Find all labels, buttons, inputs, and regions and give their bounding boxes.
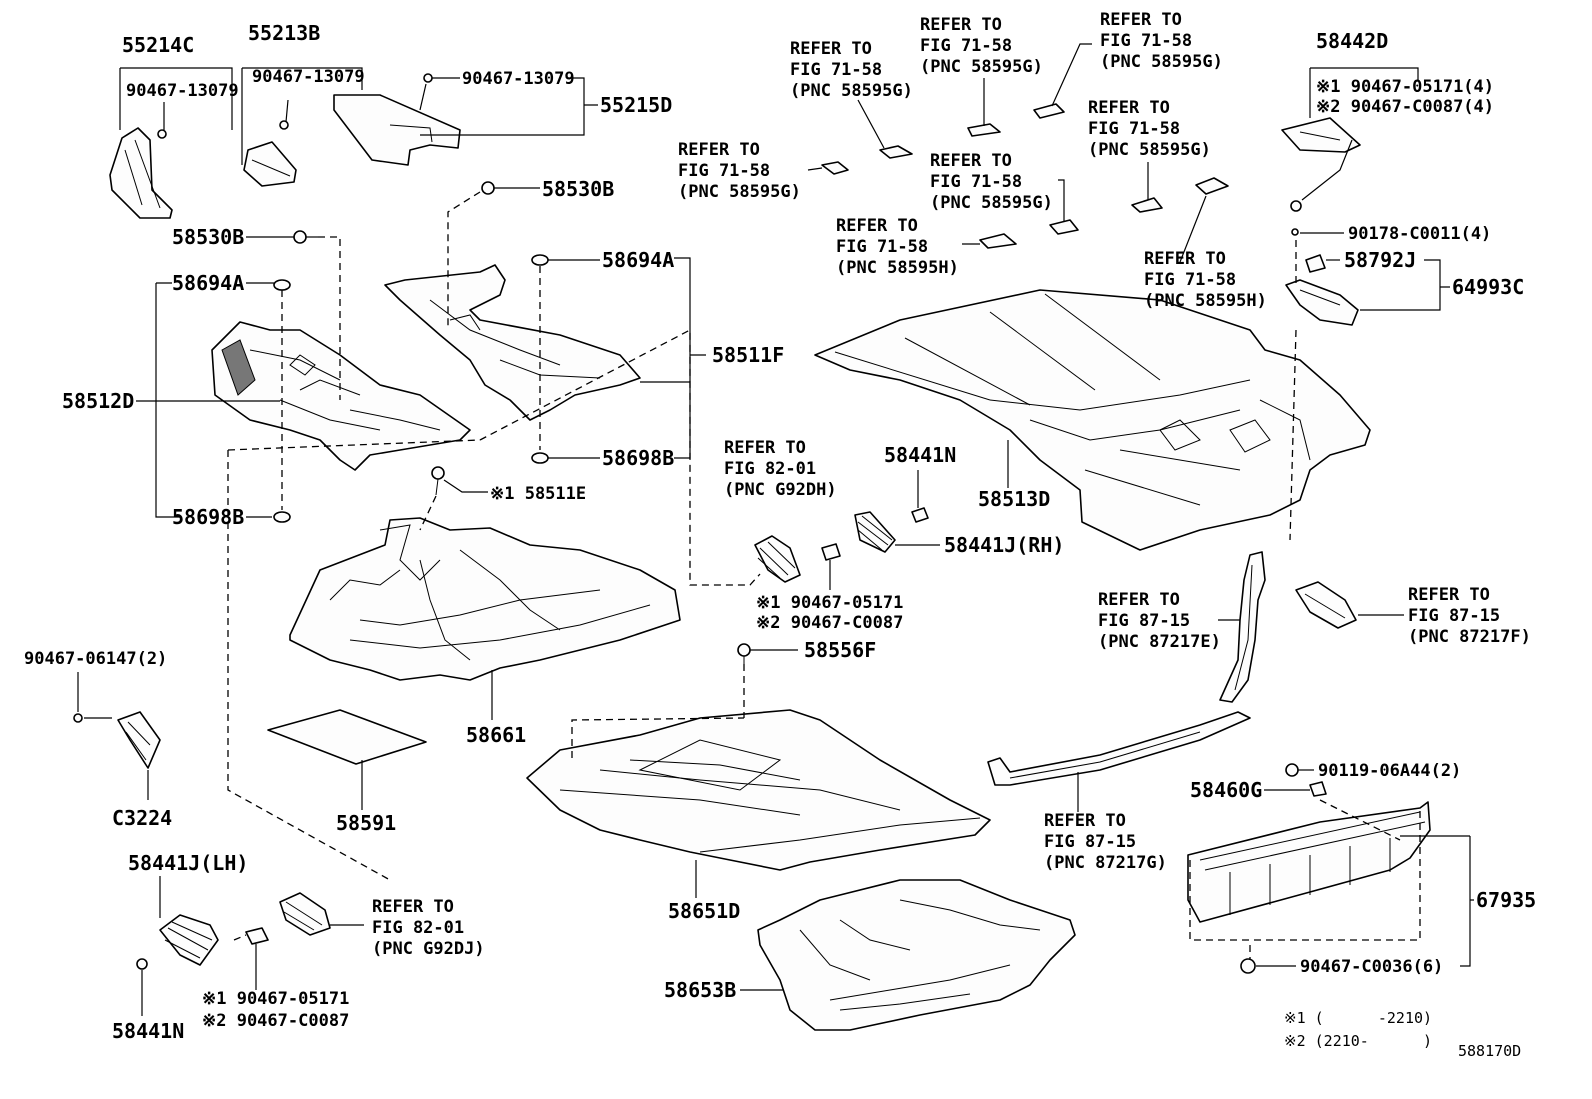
refer-r1: REFER TO FIG 71-58 (PNC 58595G)	[790, 39, 913, 101]
label-90467-13079-b: 90467-13079	[252, 67, 365, 87]
label-90119-06a44: 90119-06A44(2)	[1318, 761, 1461, 781]
label-58511e: ※1 58511E	[490, 484, 586, 504]
label-58651d: 58651D	[668, 899, 740, 923]
part-67935-scuff-plate	[1187, 801, 1431, 923]
clip-icons-top	[157, 73, 433, 139]
part-55213b-panel	[243, 141, 297, 187]
label-58441j-lh: 58441J(LH)	[128, 851, 248, 875]
label-58441j-rh: 58441J(RH)	[944, 533, 1064, 557]
label-58591: 58591	[336, 811, 396, 835]
label-90467-c0087-b: ※2 90467-C0087	[202, 1011, 349, 1031]
label-58698b-a: 58698B	[602, 446, 674, 470]
label-58694a-b: 58694A	[602, 248, 674, 272]
label-58441n-a: 58441N	[884, 443, 956, 467]
label-58513d: 58513D	[978, 487, 1050, 511]
part-55214c-panel	[109, 127, 173, 219]
part-87217f-bracket	[1295, 581, 1357, 629]
footnote-1: ※1 ( -2210)	[1284, 1009, 1432, 1027]
label-58460g: 58460G	[1190, 778, 1262, 802]
label-58530b-a: 58530B	[542, 177, 614, 201]
refer-r13: REFER TO FIG 87-15 (PNC 87217G)	[1044, 811, 1167, 873]
part-58651d-floor	[526, 709, 991, 871]
part-87217e-rail	[1219, 551, 1266, 703]
part-g92dh-grille	[754, 535, 801, 583]
refer-r3: REFER TO FIG 71-58 (PNC 58595G)	[1100, 10, 1223, 72]
label-58698b-b: 58698B	[172, 505, 244, 529]
fastener-icons-left	[273, 230, 318, 523]
label-90467-c0087-4: ※2 90467-C0087(4)	[1316, 97, 1494, 117]
refer-r4: REFER TO FIG 71-58 (PNC 58595G)	[678, 140, 801, 202]
fastener-58511e	[431, 466, 445, 496]
label-64993c: 64993C	[1452, 275, 1524, 299]
refer-r6: REFER TO FIG 71-58 (PNC 58595G)	[1088, 98, 1211, 160]
label-90467-06147: 90467-06147(2)	[24, 649, 167, 669]
part-c3224-bracket	[73, 711, 161, 769]
refer-to-notes: REFER TO FIG 71-58 (PNC 58595G) REFER TO…	[372, 10, 1531, 959]
label-90467-05171-b: ※1 90467-05171	[202, 989, 349, 1009]
part-58512d-front-carpet	[211, 321, 471, 471]
label-90467-13079-c: 90467-13079	[462, 69, 575, 89]
label-58442d: 58442D	[1316, 29, 1388, 53]
label-55215d: 55215D	[600, 93, 672, 117]
label-c3224: C3224	[112, 806, 172, 830]
label-58512d: 58512D	[62, 389, 134, 413]
refer-r2: REFER TO FIG 71-58 (PNC 58595G)	[920, 15, 1043, 77]
part-87217g-rail	[987, 711, 1251, 786]
part-58441j-rh-grille	[821, 507, 929, 561]
label-58556f: 58556F	[804, 638, 876, 662]
refer-r9: REFER TO FIG 82-01 (PNC G92DH)	[724, 438, 837, 500]
refer-r10: REFER TO FIG 82-01 (PNC G92DJ)	[372, 897, 485, 959]
label-90467-05171-a: ※1 90467-05171	[756, 593, 903, 613]
part-58441j-lh-grille	[136, 892, 331, 970]
label-67935: 67935	[1476, 888, 1536, 912]
part-58653b-tray	[757, 879, 1076, 1031]
refer-r11: REFER TO FIG 87-15 (PNC 87217E)	[1098, 590, 1221, 652]
label-58441n-b: 58441N	[112, 1019, 184, 1043]
part-58661-underlay	[289, 517, 681, 681]
part-58591-sheet	[267, 709, 427, 765]
label-90467-c0036: 90467-C0036(6)	[1300, 957, 1443, 977]
label-90178-c0011: 90178-C0011(4)	[1348, 224, 1491, 244]
diagram-code: 588170D	[1458, 1042, 1521, 1060]
label-55213b: 55213B	[248, 21, 320, 45]
label-55214c: 55214C	[122, 33, 194, 57]
part-number-labels: 55214C 55213B 90467-13079 90467-13079 90…	[24, 21, 1536, 1043]
refer-r5: REFER TO FIG 71-58 (PNC 58595G)	[930, 151, 1053, 213]
part-55215d-mat	[333, 94, 461, 166]
label-58661: 58661	[466, 723, 526, 747]
clip-icons-refer	[821, 103, 1229, 249]
refer-r8: REFER TO FIG 71-58 (PNC 58595H)	[1144, 249, 1267, 311]
part-58442d-bracket	[1281, 117, 1361, 153]
part-58511f-carpet	[384, 264, 641, 421]
label-90467-13079-a: 90467-13079	[126, 81, 239, 101]
label-58511f: 58511F	[712, 343, 784, 367]
footnote-2: ※2 (2210- )	[1284, 1032, 1432, 1050]
fastener-icons-67935	[1240, 763, 1327, 974]
refer-r7: REFER TO FIG 71-58 (PNC 58595H)	[836, 216, 959, 278]
part-64993c-bracket	[1285, 200, 1359, 326]
label-58792j: 58792J	[1344, 248, 1416, 272]
fastener-58556f	[737, 643, 751, 664]
label-90467-c0087-a: ※2 90467-C0087	[756, 613, 903, 633]
refer-r12: REFER TO FIG 87-15 (PNC 87217F)	[1408, 585, 1531, 647]
label-58530b-b: 58530B	[172, 225, 244, 249]
part-58513d-rear-floor	[814, 289, 1371, 551]
label-90467-05171-4: ※1 90467-05171(4)	[1316, 77, 1494, 97]
label-58694a-a: 58694A	[172, 271, 244, 295]
footnotes: ※1 ( -2210) ※2 (2210- ) 588170D	[1284, 1009, 1521, 1060]
label-58653b: 58653B	[664, 978, 736, 1002]
